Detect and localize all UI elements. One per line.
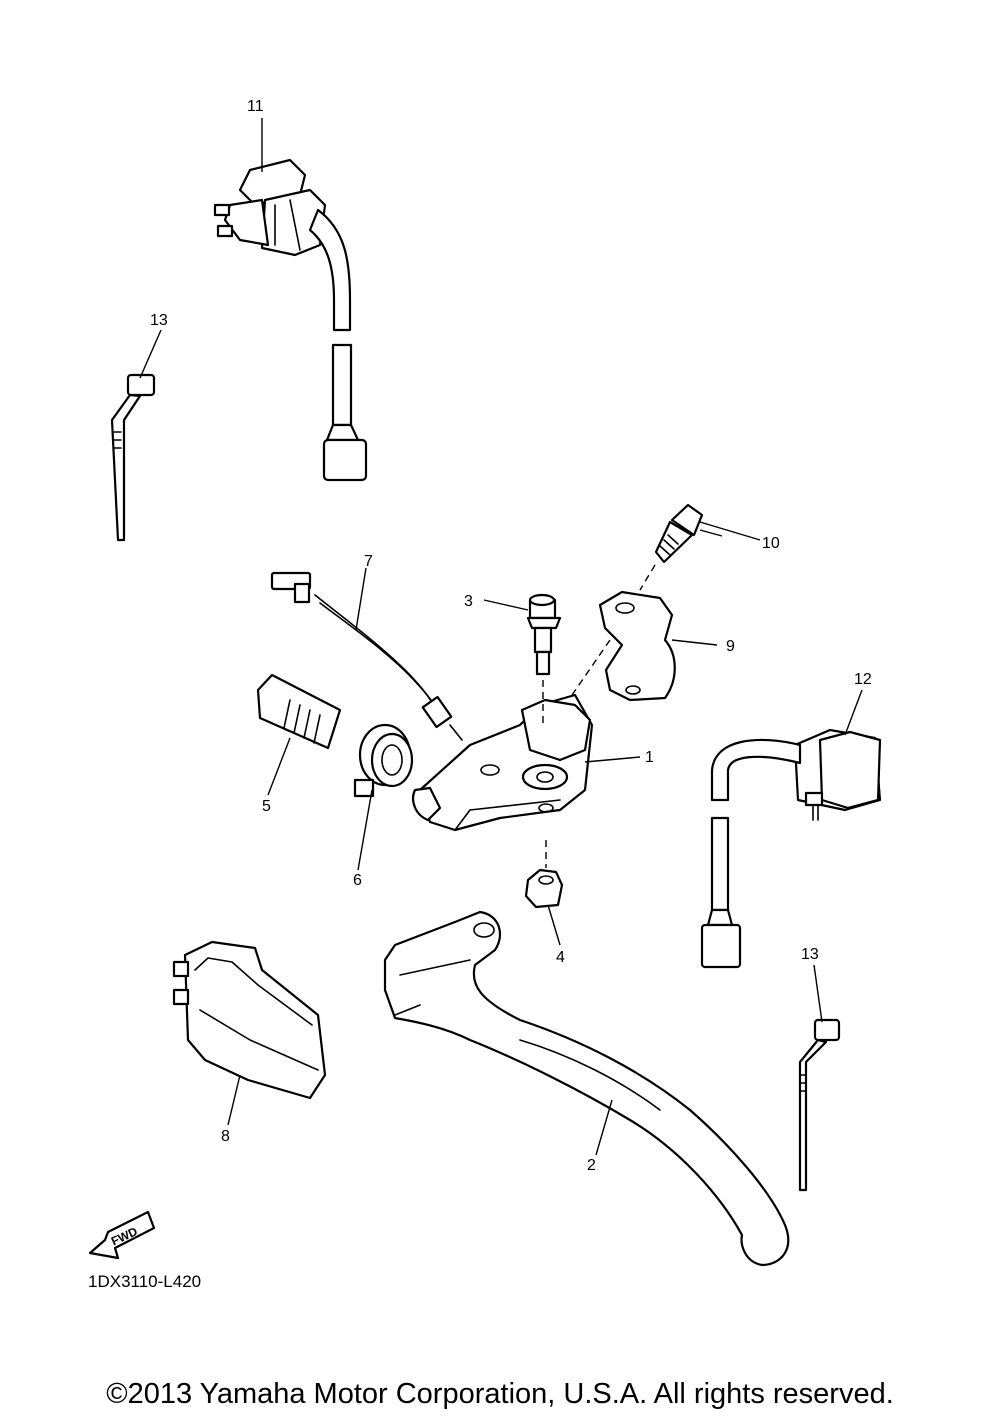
part-9-holder-clamp[interactable] (571, 564, 676, 702)
callout-4: 4 (556, 949, 565, 966)
callout-10: 10 (762, 535, 780, 552)
leader-lines (139, 118, 863, 1156)
part-13-cable-tie-left[interactable] (110, 373, 156, 542)
callout-5: 5 (262, 798, 271, 815)
callout-6: 6 (353, 872, 362, 889)
part-10-clamp-bolt[interactable] (654, 503, 704, 564)
part-6-locknut[interactable] (353, 723, 414, 798)
part-7-switch-lead[interactable] (270, 571, 463, 741)
callout-8: 8 (221, 1128, 230, 1145)
part-8-lever-guard[interactable] (172, 940, 327, 1100)
callout-7: 7 (364, 553, 373, 570)
callout-13-right: 13 (801, 946, 819, 963)
callout-11: 11 (247, 98, 264, 115)
part-4-nut[interactable] (524, 840, 564, 909)
callout-2: 2 (587, 1157, 596, 1174)
part-3-pivot-bolt[interactable] (526, 593, 562, 725)
part-1-lever-holder[interactable] (411, 693, 594, 832)
part-12-handlebar-switch[interactable] (700, 728, 882, 969)
callout-labels: 1 2 3 4 5 6 7 8 9 10 11 12 13 13 (150, 98, 872, 1174)
drawing-code: 1DX3110-L420 (88, 1272, 201, 1291)
callout-12: 12 (854, 671, 872, 688)
copyright-notice: ©2013 Yamaha Motor Corporation, U.S.A. A… (106, 1378, 894, 1410)
callout-1: 1 (645, 749, 654, 766)
part-11-handlebar-switch[interactable] (213, 158, 368, 482)
callout-13-left: 13 (150, 312, 168, 329)
fwd-label: FWD (109, 1224, 140, 1248)
part-2-clutch-lever[interactable] (383, 910, 790, 1267)
part-5-adjuster[interactable] (256, 673, 342, 750)
part-13-cable-tie-right[interactable] (798, 1018, 841, 1192)
fwd-arrow-icon: FWD (88, 1210, 156, 1260)
callout-9: 9 (726, 638, 735, 655)
callout-3: 3 (464, 593, 473, 610)
